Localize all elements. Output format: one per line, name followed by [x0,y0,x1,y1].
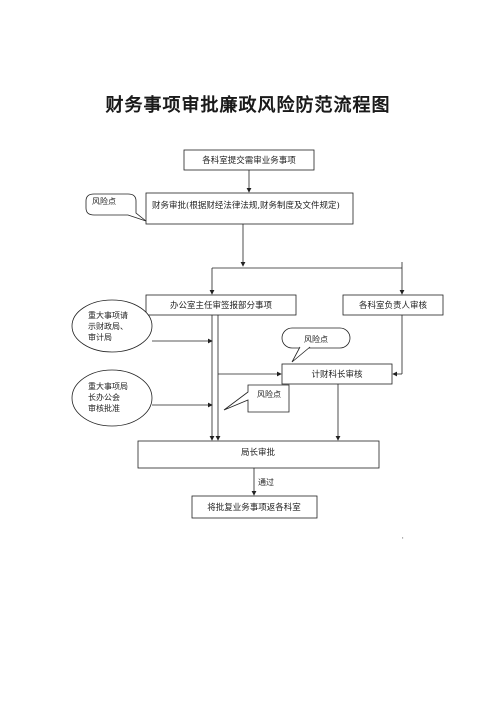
note-major-1-line-2: 示财政局、 [88,321,128,331]
risk-point-3: 风险点 [223,384,290,413]
footer-mark: ' [402,537,404,544]
note-major-2-line-1: 重大事项局 [88,381,128,391]
note-major-2-line-3: 审核批准 [88,403,120,413]
note-major-1-line-1: 重大事项请 [88,310,128,320]
risk-point-1: 风险点 [85,193,147,222]
edge-label-pass: 通过 [258,477,274,487]
note-major-1-line-3: 审计局 [88,332,112,342]
connectors [152,170,405,496]
node-accountant-label: 计财科长审核 [311,369,363,380]
risk-point-2-label: 风险点 [304,334,328,344]
node-finance-review: 财务审批(根据财经法律法规,财务制度及文件规定) [145,192,354,225]
note-major-1: 重大事项请 示财政局、 审计局 [71,299,153,353]
node-director: 局长审批 [137,440,380,469]
node-submit-label: 各科室提交需审业务事项 [202,155,296,166]
node-office-director: 办公室主任审签报部分事项 [145,294,297,316]
risk-point-2: 风险点 [281,327,351,363]
node-return: 将批复业务事项返各科室 [191,495,318,519]
node-dept-head: 各科室负责人审核 [342,294,444,316]
risk-point-1-label: 风险点 [92,196,116,206]
node-dept-head-label: 各科室负责人审核 [359,300,428,311]
node-finance-review-label: 财务审批(根据财经法律法规,财务制度及文件规定) [152,200,340,211]
note-major-2: 重大事项局 长办公会 审核批准 [71,369,153,427]
node-office-director-label: 办公室主任审签报部分事项 [170,300,273,311]
node-accountant: 计财科长审核 [281,363,393,385]
node-return-label: 将批复业务事项返各科室 [207,502,301,513]
node-director-label: 局长审批 [241,447,276,458]
note-major-2-line-2: 长办公会 [88,392,120,402]
risk-point-3-label: 风险点 [257,389,281,399]
page-title: 财务事项审批廉政风险防范流程图 [105,95,391,116]
node-submit: 各科室提交需审业务事项 [183,149,315,171]
